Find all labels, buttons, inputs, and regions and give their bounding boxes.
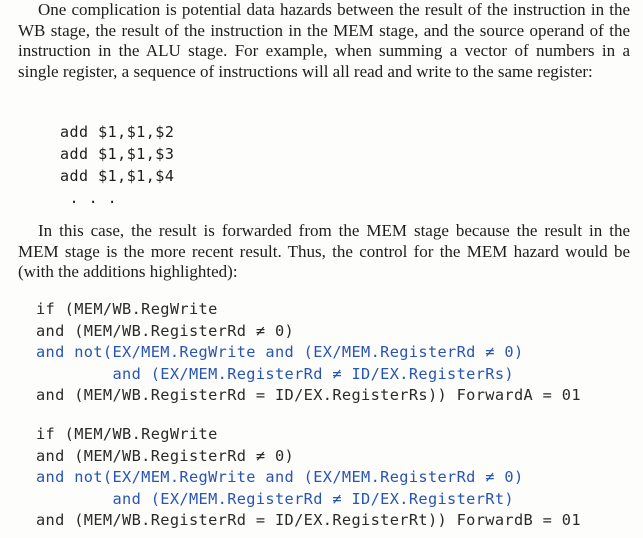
paragraph-text: In this case, the result is forwarded fr…: [18, 221, 630, 281]
highlighted-code-line: and (EX/MEM.RegisterRd ≠ ID/EX.RegisterR…: [36, 364, 514, 383]
forward-b-code: if (MEM/WB.RegWrite and (MEM/WB.Register…: [36, 424, 581, 532]
highlighted-code-line: and not(EX/MEM.RegWrite and (EX/MEM.Regi…: [36, 468, 524, 487]
assembly-listing: add $1,$1,$2 add $1,$1,$3 add $1,$1,$4 .…: [60, 121, 174, 209]
paragraph-data-hazards: One complication is potential data hazar…: [18, 0, 630, 82]
highlighted-code-line: and not(EX/MEM.RegWrite and (EX/MEM.Regi…: [36, 343, 524, 362]
highlighted-code-line: and (EX/MEM.RegisterRd ≠ ID/EX.RegisterR…: [36, 489, 514, 508]
asm-ellipsis: . . .: [60, 189, 118, 207]
code-line: and (MEM/WB.RegisterRd ≠ 0): [36, 321, 295, 340]
code-line: and (MEM/WB.RegisterRd = ID/EX.RegisterR…: [36, 511, 581, 530]
code-line: if (MEM/WB.RegWrite: [36, 425, 218, 443]
asm-line: add $1,$1,$4: [60, 167, 175, 185]
code-line: if (MEM/WB.RegWrite: [36, 300, 218, 318]
asm-line: add $1,$1,$3: [60, 145, 175, 163]
forward-a-code: if (MEM/WB.RegWrite and (MEM/WB.Register…: [36, 299, 581, 407]
code-line: and (MEM/WB.RegisterRd = ID/EX.RegisterR…: [36, 386, 581, 405]
paragraph-mem-forwarding: In this case, the result is forwarded fr…: [18, 221, 630, 283]
code-line: and (MEM/WB.RegisterRd ≠ 0): [36, 446, 295, 465]
asm-line: add $1,$1,$2: [60, 123, 175, 141]
paragraph-text: One complication is potential data hazar…: [18, 0, 630, 81]
